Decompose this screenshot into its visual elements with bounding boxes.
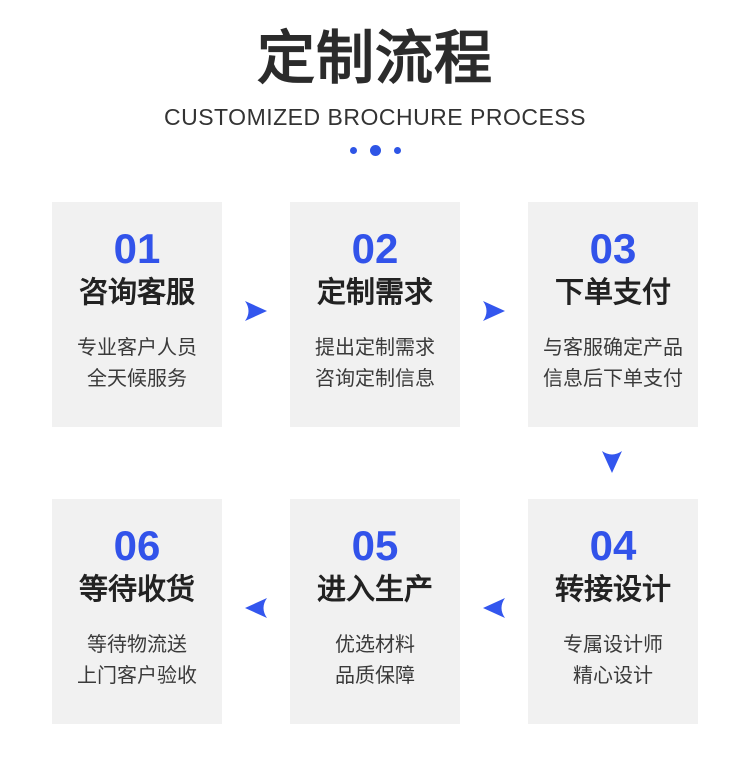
- step-title: 下单支付: [554, 277, 671, 309]
- dot-icon: [349, 146, 357, 154]
- dot-icon: [369, 144, 381, 156]
- step-description: 专业客户人员 全天候服务: [52, 333, 222, 395]
- step-card-04: 04 转接设计 专属设计师 精心设计: [528, 499, 698, 724]
- step-description-line: 品质保障: [335, 665, 415, 687]
- step-card-01: 01 咨询客服 专业客户人员 全天候服务: [52, 202, 222, 427]
- step-title: 等待收货: [78, 574, 195, 606]
- step-number: 05: [351, 522, 399, 569]
- step-number: 04: [589, 522, 637, 569]
- step-description-line: 精心设计: [573, 665, 653, 687]
- step-title: 转接设计: [554, 574, 671, 606]
- step-description: 提出定制需求 咨询定制信息: [290, 333, 460, 395]
- header: 定制流程 CUSTOMIZED BROCHURE PROCESS: [0, 0, 750, 156]
- step-title: 定制需求: [316, 277, 433, 309]
- step-number: 02: [351, 225, 399, 272]
- dot-icon: [393, 146, 401, 154]
- page-title: 定制流程: [256, 26, 493, 91]
- step-description-line: 与客服确定产品: [543, 337, 683, 359]
- step-description-line: 全天候服务: [87, 368, 187, 390]
- step-number: 01: [113, 225, 161, 272]
- arrow-right-icon: [482, 299, 506, 323]
- step-card-05: 05 进入生产 优选材料 品质保障: [290, 499, 460, 724]
- step-description-line: 专业客户人员: [77, 337, 197, 359]
- step-description-line: 等待物流送: [87, 634, 187, 656]
- step-card-02: 02 定制需求 提出定制需求 咨询定制信息: [290, 202, 460, 427]
- step-description: 与客服确定产品 信息后下单支付: [528, 333, 698, 395]
- arrow-right-icon: [244, 299, 268, 323]
- step-description: 专属设计师 精心设计: [528, 630, 698, 692]
- step-card-03: 03 下单支付 与客服确定产品 信息后下单支付: [528, 202, 698, 427]
- step-description-line: 上门客户验收: [77, 665, 197, 687]
- decorative-dots: [0, 144, 750, 156]
- step-description: 等待物流送 上门客户验收: [52, 630, 222, 692]
- step-title: 咨询客服: [78, 277, 195, 309]
- step-number: 03: [589, 225, 637, 272]
- step-number: 06: [113, 522, 161, 569]
- step-card-06: 06 等待收货 等待物流送 上门客户验收: [52, 499, 222, 724]
- page-subtitle: CUSTOMIZED BROCHURE PROCESS: [163, 104, 586, 130]
- step-description-line: 信息后下单支付: [543, 368, 683, 390]
- step-description-line: 专属设计师: [563, 634, 663, 656]
- step-description-line: 提出定制需求: [315, 337, 435, 359]
- step-description: 优选材料 品质保障: [290, 630, 460, 692]
- step-description-line: 咨询定制信息: [315, 368, 435, 390]
- arrow-down-icon: [600, 450, 624, 474]
- arrow-left-icon: [482, 596, 506, 620]
- arrow-left-icon: [244, 596, 268, 620]
- step-description-line: 优选材料: [335, 634, 415, 656]
- step-title: 进入生产: [316, 574, 433, 606]
